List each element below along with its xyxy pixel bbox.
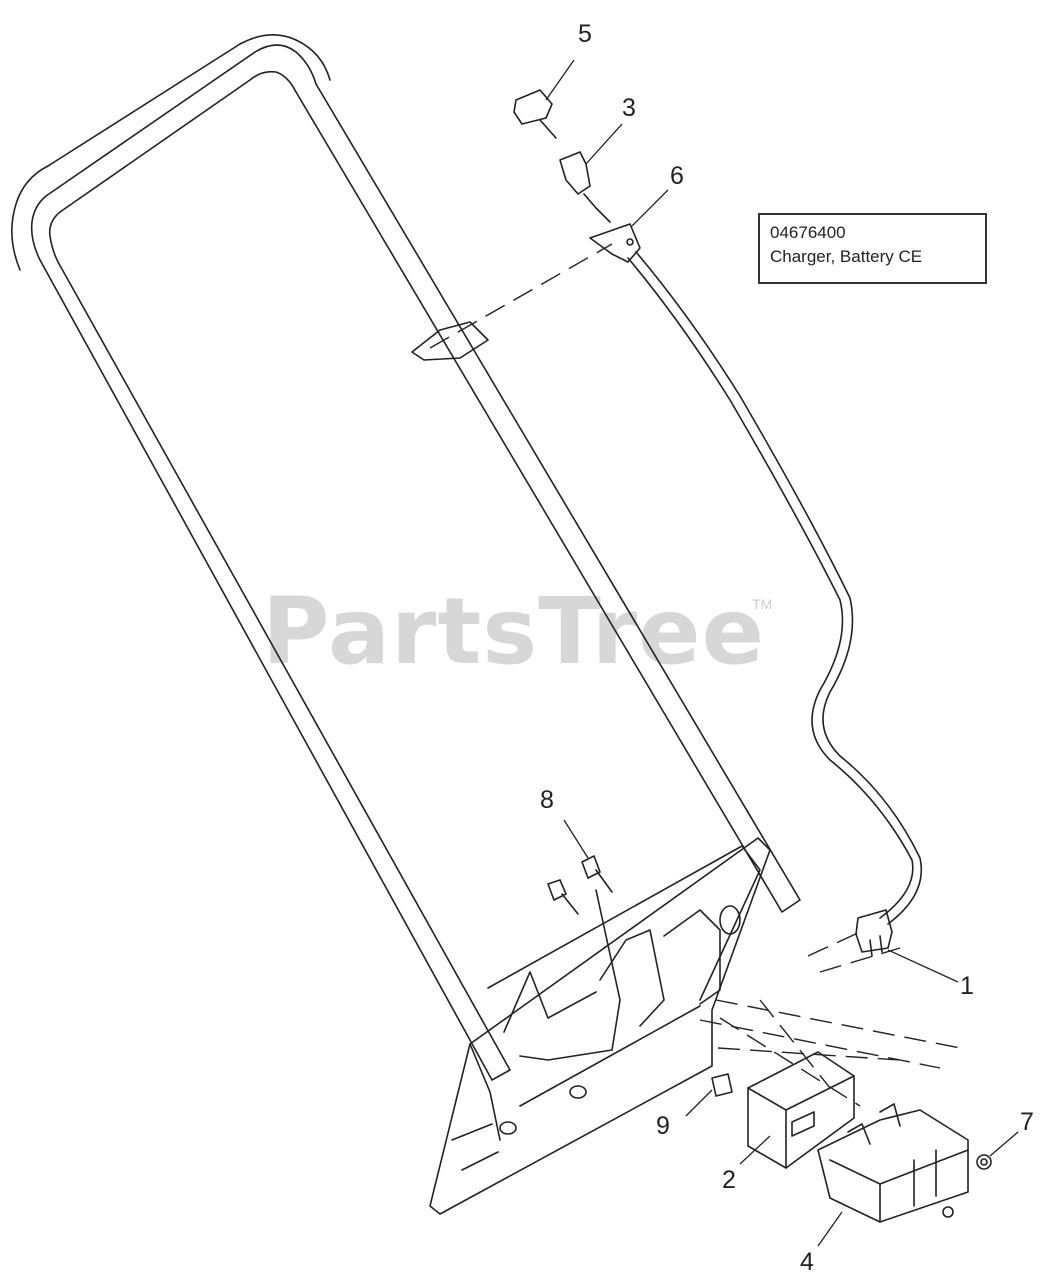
cable-clip bbox=[589, 223, 641, 263]
callout-2: 2 bbox=[722, 1166, 736, 1194]
assembly-lines bbox=[429, 243, 961, 1107]
battery-mount-bracket bbox=[429, 837, 771, 1215]
watermark-trademark: TM bbox=[752, 596, 773, 612]
callout-6: 6 bbox=[670, 162, 684, 190]
part-info-box: 04676400 Charger, Battery CE bbox=[758, 213, 987, 284]
part-number: 04676400 bbox=[770, 223, 846, 242]
watermark-text: PartsTree bbox=[262, 578, 765, 685]
handle-mount-bracket bbox=[411, 321, 489, 361]
bolt-8 bbox=[547, 855, 613, 915]
leader-lines bbox=[545, 59, 1019, 1247]
part-description: Charger, Battery CE bbox=[770, 247, 923, 266]
callout-8: 8 bbox=[540, 786, 554, 814]
terminal-clip bbox=[855, 909, 893, 957]
foam-pad bbox=[711, 1073, 733, 1097]
callout-7: 7 bbox=[1020, 1108, 1034, 1136]
callout-3: 3 bbox=[622, 94, 636, 122]
connector bbox=[559, 151, 611, 223]
callout-1: 1 bbox=[960, 972, 974, 1000]
callout-4: 4 bbox=[800, 1248, 814, 1276]
power-cable bbox=[627, 251, 923, 925]
nut bbox=[942, 1154, 992, 1218]
callout-9: 9 bbox=[656, 1112, 670, 1140]
battery bbox=[747, 1051, 855, 1169]
callout-5: 5 bbox=[578, 20, 592, 48]
handle-frame bbox=[11, 34, 801, 1081]
charger-plug bbox=[513, 89, 557, 139]
battery-box bbox=[817, 1103, 969, 1223]
